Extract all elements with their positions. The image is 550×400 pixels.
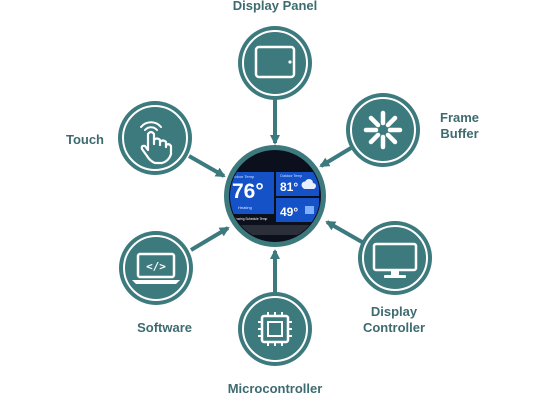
frame-buffer-label: Frame Buffer xyxy=(440,110,479,142)
mode-label: Heating xyxy=(238,205,252,210)
frame-buffer-label-line2: Buffer xyxy=(440,126,479,141)
outdoor-temp-value: 81° xyxy=(280,180,298,194)
monitor-icon xyxy=(372,242,418,278)
display-controller-label: Display Controller xyxy=(348,304,440,336)
display-panel-node xyxy=(238,26,312,100)
outdoor-temp-title: Outdoor Temp xyxy=(280,174,302,178)
indoor-temp-title: Indoor Temp xyxy=(232,174,255,179)
software-label: Software xyxy=(137,320,192,335)
schedule-status: Following Schedule Temp xyxy=(231,217,267,221)
cloud-icon xyxy=(301,179,316,189)
display-panel-label: Display Panel xyxy=(232,0,318,13)
microcontroller-node xyxy=(238,292,312,366)
rain-icon xyxy=(305,206,314,214)
chip-icon xyxy=(258,312,292,346)
thermostat-screen: Indoor Temp 76° Heating Following Schedu… xyxy=(230,151,320,241)
center-display-node: Indoor Temp 76° Heating Following Schedu… xyxy=(224,145,326,247)
tablet-icon xyxy=(254,45,296,79)
frame-buffer-node xyxy=(346,93,420,167)
touch-label: Touch xyxy=(65,132,104,147)
display-controller-label-line2: Controller xyxy=(362,320,426,335)
touch-hand-icon xyxy=(140,121,173,165)
spinner-ray xyxy=(385,115,398,128)
microcontroller-label: Microcontroller xyxy=(227,381,323,396)
spinner-ray xyxy=(368,115,381,128)
software-node: </> xyxy=(119,231,193,305)
spinner-ray xyxy=(385,132,398,145)
arrow-software xyxy=(189,226,230,252)
svg-text:</>: </> xyxy=(146,260,166,273)
loading-spinner-icon xyxy=(363,110,403,150)
low-temp-value: 49° xyxy=(280,205,298,219)
arrow-display-controller xyxy=(325,220,363,244)
arrow-frame-buffer xyxy=(319,143,358,168)
display-controller-label-line1: Display xyxy=(370,304,418,319)
display-controller-node xyxy=(358,221,432,295)
touch-node xyxy=(118,101,192,175)
arrow-touch xyxy=(188,154,226,178)
spinner-ray xyxy=(368,132,381,145)
indoor-temp-value: 76° xyxy=(232,180,264,203)
frame-buffer-label-line1: Frame xyxy=(440,110,480,125)
laptop-code-icon: </> xyxy=(132,252,180,284)
